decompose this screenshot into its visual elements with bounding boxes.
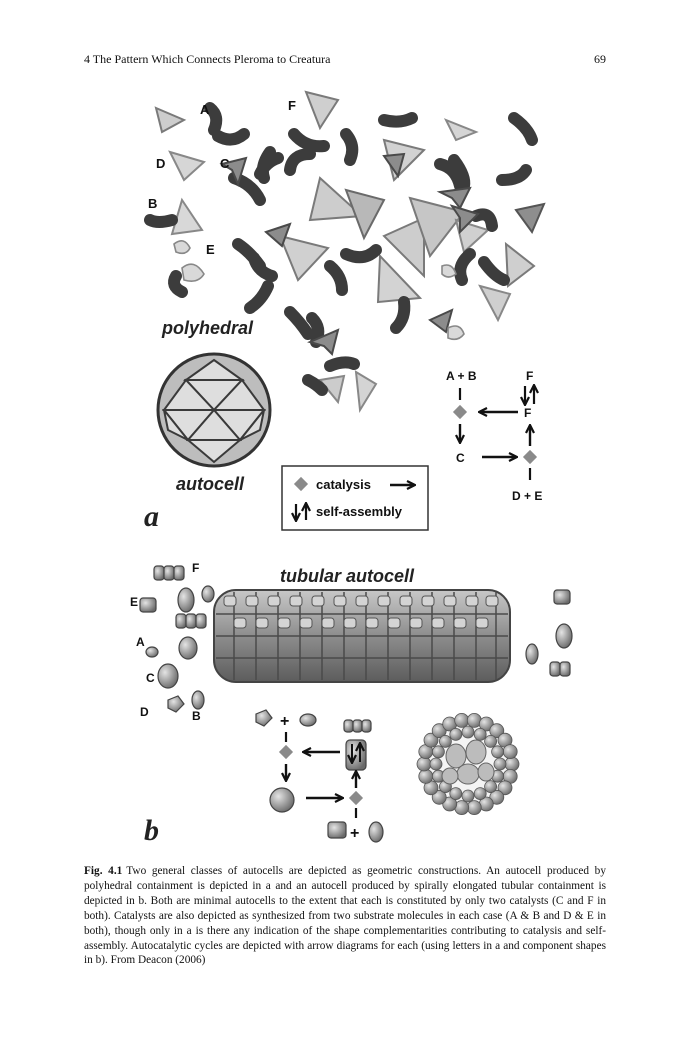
cycle-d-plus-e: D + E <box>512 489 542 503</box>
polyhedral-autocell <box>156 352 272 468</box>
panel-a-molecule-labels: A F D C B E <box>148 98 296 257</box>
b-label-c: C <box>146 671 155 685</box>
cross-section-sphere <box>502 744 518 759</box>
tube-cross-section <box>416 713 520 815</box>
cross-section-sphere <box>466 800 482 815</box>
polyhedral-label: polyhedral <box>161 318 254 338</box>
label-b: B <box>148 196 157 211</box>
figure-drawing: A F D C B E polyhedral autoce <box>130 90 573 847</box>
caption-text: Two general classes of autocells are dep… <box>84 865 606 967</box>
panel-b-label: b <box>144 814 159 847</box>
cross-section-sphere <box>423 732 439 748</box>
cycle-diamond-1 <box>452 404 468 420</box>
b-label-a: A <box>136 635 145 649</box>
label-d: D <box>156 156 165 171</box>
self-assembly-arrows-icon <box>296 504 306 520</box>
page-number: 69 <box>594 52 606 66</box>
cross-section-sphere <box>473 787 487 800</box>
cross-section-sphere <box>461 725 475 739</box>
legend-catalysis: catalysis <box>316 477 371 492</box>
cross-section-sphere <box>461 789 475 803</box>
cross-section-sphere <box>431 723 447 739</box>
svg-text:+: + <box>350 825 359 842</box>
panel-b-molecules <box>139 565 573 713</box>
cross-section-sphere <box>442 796 458 812</box>
caption-label: Fig. 4.1 <box>84 865 123 877</box>
cross-section-sphere <box>491 745 505 759</box>
cross-section-sphere <box>473 728 487 741</box>
running-head: 4 The Pattern Which Connects Pleroma to … <box>84 52 606 68</box>
panel-a-cycle-diagram: A + B F F C D + E <box>446 369 542 503</box>
panel-a-molecules <box>144 90 546 414</box>
cross-section-sphere <box>438 735 452 748</box>
figure-4-1: A F D C B E polyhedral autoce <box>84 80 606 850</box>
chapter-title: 4 The Pattern Which Connects Pleroma to … <box>84 52 331 66</box>
cross-section-sphere <box>418 769 434 784</box>
cross-section-sphere <box>416 756 432 772</box>
panel-b-cycle-diagram: + + <box>255 709 384 843</box>
cross-section-sphere <box>493 757 507 771</box>
b-label-b: B <box>192 709 201 723</box>
cross-section-sphere <box>497 780 513 796</box>
cross-section-sphere <box>489 789 505 805</box>
tubular-autocell <box>213 589 511 683</box>
cross-section-sphere <box>484 735 498 748</box>
cycle-diamond-2 <box>522 449 538 465</box>
autocell-label: autocell <box>176 474 245 494</box>
cross-section-sphere <box>478 716 494 732</box>
cycle-c: C <box>456 451 465 465</box>
cross-section-sphere <box>449 787 463 800</box>
cycle-a-plus-b: A + B <box>446 369 477 383</box>
label-f: F <box>288 98 296 113</box>
cross-section-sphere <box>504 756 520 772</box>
cycle-f-top: F <box>526 369 533 383</box>
cross-section-sphere <box>454 713 470 728</box>
cross-section-sphere <box>431 745 445 759</box>
catalysis-diamond-icon <box>293 476 309 492</box>
panel-a-label: a <box>144 500 159 533</box>
b-label-f: F <box>192 561 199 575</box>
cycle-f-mid: F <box>524 406 531 420</box>
cross-section-sphere <box>449 728 463 741</box>
tubular-autocell-label: tubular autocell <box>280 566 415 586</box>
label-e: E <box>206 242 215 257</box>
label-a: A <box>200 102 210 117</box>
cross-section-sphere <box>484 780 498 793</box>
b-label-d: D <box>140 705 149 719</box>
cross-section-sphere <box>489 723 505 739</box>
panel-b-molecule-labels: F E A C D B <box>130 561 201 723</box>
cross-section-sphere <box>429 757 443 771</box>
legend-self-assembly: self-assembly <box>316 504 403 519</box>
cross-section-sphere <box>431 789 447 805</box>
label-c: C <box>220 156 230 171</box>
b-label-e: E <box>130 595 138 609</box>
svg-text:+: + <box>280 713 289 730</box>
legend-box: catalysis self-assembly <box>281 465 429 531</box>
